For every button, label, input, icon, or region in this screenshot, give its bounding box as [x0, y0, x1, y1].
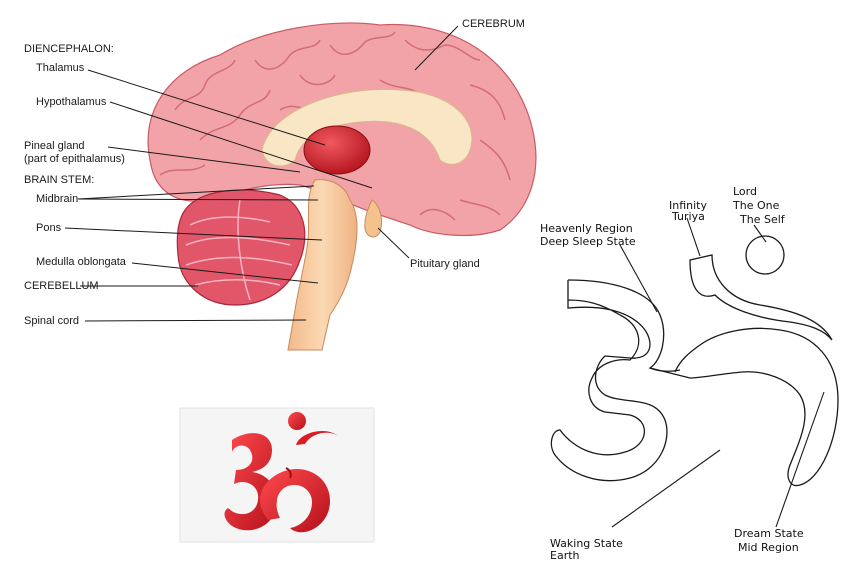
label-hypothalamus: Hypothalamus [36, 96, 106, 108]
om-outline-diagram [551, 218, 838, 527]
label-brain-stem: BRAIN STEM: [24, 174, 94, 186]
label-midbrain: Midbrain [36, 193, 78, 205]
label-the-self: The Self [740, 214, 785, 226]
cerebellum-shape [177, 190, 305, 305]
label-deep-sleep-state: Deep Sleep State [540, 236, 636, 248]
label-pituitary: Pituitary gland [410, 258, 480, 270]
om-symbol-picture [180, 408, 374, 542]
label-mid-region: Mid Region [738, 542, 799, 554]
label-heavenly-region: Heavenly Region [540, 223, 633, 235]
label-pineal-note: (part of epithalamus) [24, 153, 125, 165]
label-spinal-cord: Spinal cord [24, 315, 79, 327]
brain-illustration [65, 23, 536, 350]
label-lord: Lord [733, 186, 757, 198]
label-pineal-gland: Pineal gland [24, 140, 85, 152]
label-pons: Pons [36, 222, 61, 234]
label-turiya: Turiya [672, 211, 705, 223]
label-earth: Earth [550, 550, 580, 562]
om-outline-body [551, 280, 667, 481]
label-medulla: Medulla oblongata [36, 256, 126, 268]
om-dot-circle [746, 236, 784, 274]
om-hook [690, 255, 832, 340]
label-thalamus: Thalamus [36, 62, 84, 74]
label-the-one: The One [733, 200, 779, 212]
label-dream-state: Dream State [734, 528, 804, 540]
thalamus-shape [304, 126, 370, 174]
label-cerebrum: CEREBRUM [462, 18, 525, 30]
label-diencephalon: DIENCEPHALON: [24, 43, 114, 55]
label-cerebellum: CEREBELLUM [24, 280, 99, 292]
